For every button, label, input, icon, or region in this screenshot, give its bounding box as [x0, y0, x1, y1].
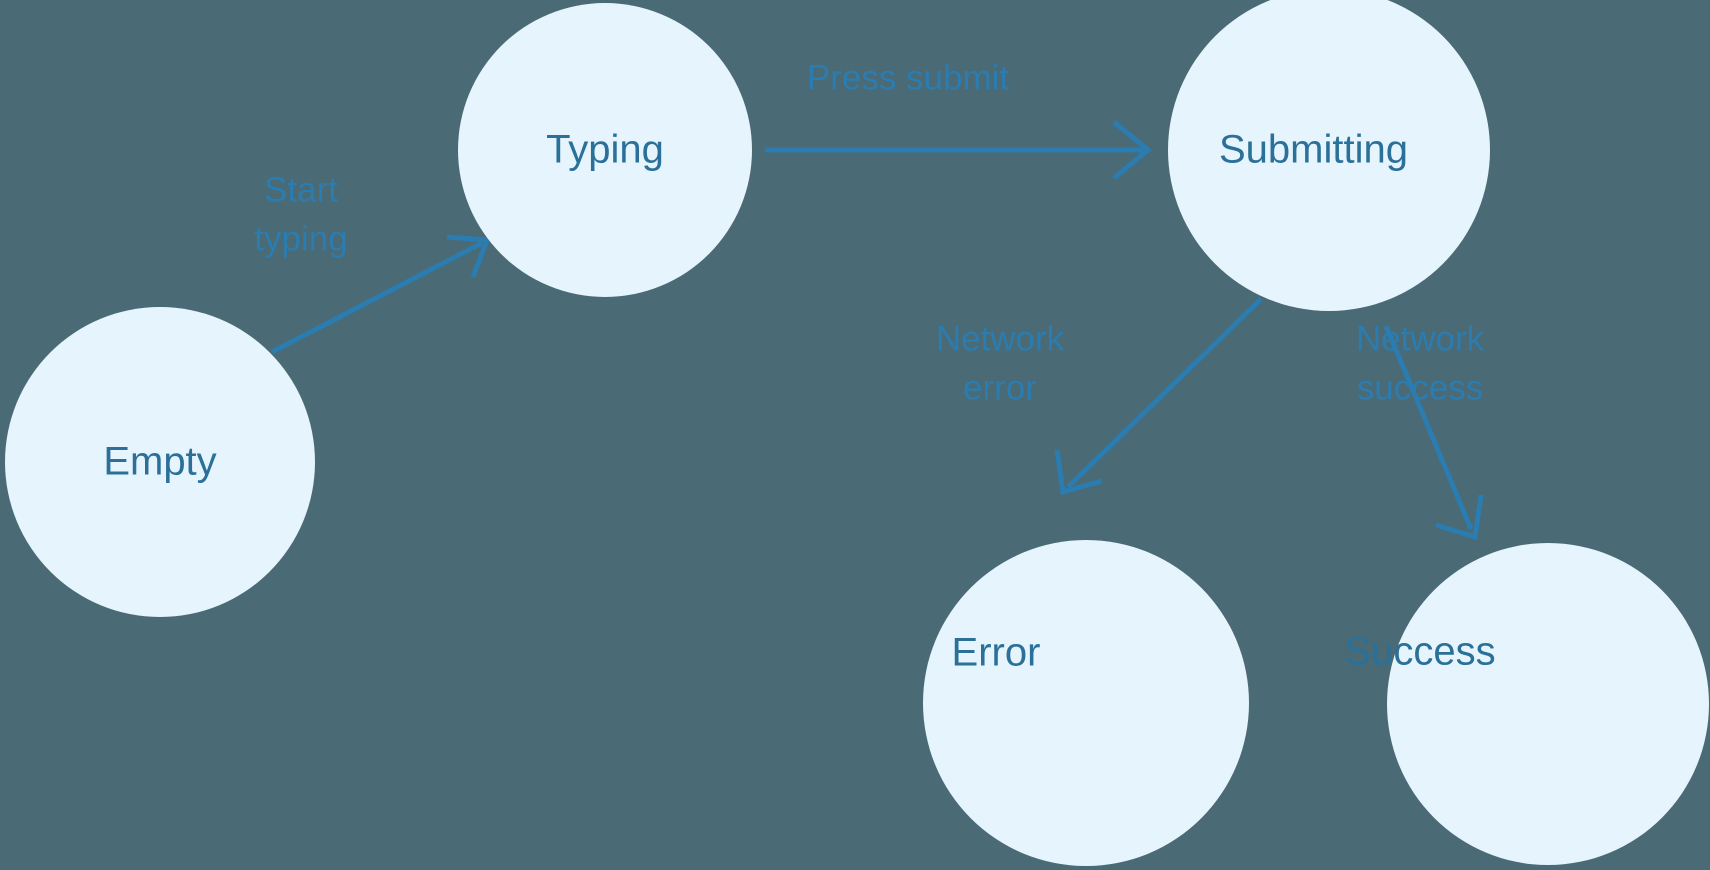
- edge-label-submitting-to-success: Network success: [1356, 319, 1485, 407]
- node-shape: [1387, 543, 1709, 865]
- node-submitting[interactable]: Submitting: [1168, 0, 1490, 311]
- edge-submitting-to-error: [1054, 297, 1263, 496]
- node-shape: [923, 540, 1249, 866]
- arrowhead-icon: [1435, 494, 1484, 541]
- node-empty[interactable]: Empty: [5, 307, 315, 617]
- node-label: Typing: [546, 128, 664, 172]
- edge-line: [1383, 325, 1474, 530]
- node-label: Success: [1344, 630, 1495, 674]
- arrowhead-icon: [446, 234, 491, 278]
- edge-label-empty-to-typing: Start typing: [254, 170, 347, 258]
- node-typing[interactable]: Typing: [458, 3, 752, 297]
- edge-empty-to-typing: [270, 234, 491, 355]
- edge-label-line-2: success: [1357, 368, 1483, 407]
- node-error[interactable]: Error: [923, 540, 1249, 866]
- edge-line: [270, 240, 484, 355]
- node-label: Submitting: [1219, 128, 1408, 172]
- edge-label-line-1: Network: [936, 319, 1065, 358]
- edge-label-typing-to-submitting: Press submit: [807, 58, 1010, 97]
- edge-label-line-1: Network: [1356, 319, 1485, 358]
- arrowhead-icon: [1112, 120, 1152, 180]
- edge-label-submitting-to-error: Network error: [936, 319, 1065, 407]
- edge-label-line-2: typing: [254, 219, 347, 258]
- node-label: Empty: [103, 440, 216, 484]
- edge-label-line-1: Start: [264, 170, 338, 209]
- node-shape: [1168, 0, 1490, 311]
- node-shape: [458, 3, 752, 297]
- edge-label-line-2: error: [963, 368, 1037, 407]
- edge-typing-to-submitting: [765, 120, 1152, 180]
- edge-label-line-1: Press submit: [807, 58, 1010, 97]
- node-shape: [5, 307, 315, 617]
- edge-submitting-to-success: [1383, 325, 1484, 541]
- arrowhead-icon: [1054, 449, 1103, 496]
- node-success[interactable]: Success: [1344, 543, 1709, 865]
- node-label: Error: [952, 631, 1041, 675]
- edge-line: [1066, 297, 1263, 489]
